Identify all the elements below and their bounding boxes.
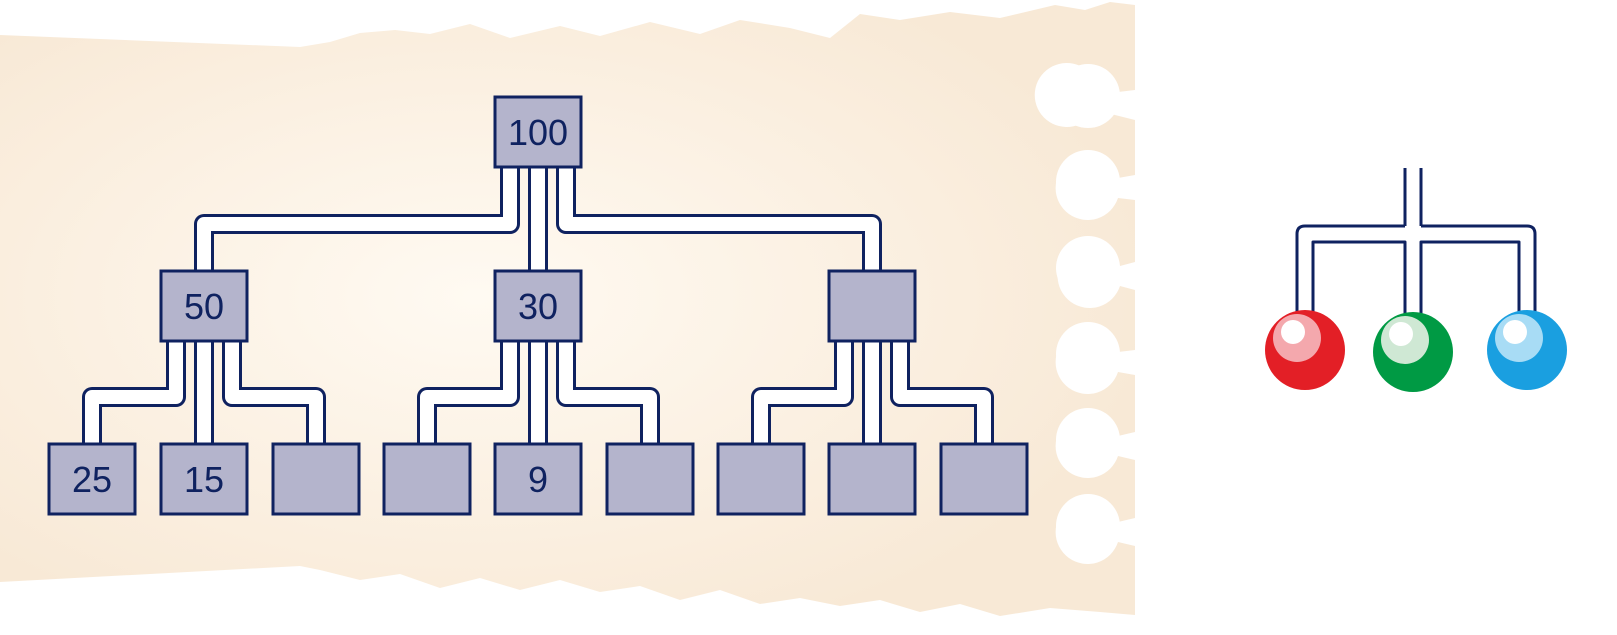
node-level2 xyxy=(382,442,472,516)
node-level1: 50 xyxy=(159,269,249,343)
paper-perforation xyxy=(1056,64,1120,558)
node-level2: 15 xyxy=(159,442,249,516)
node-label: 25 xyxy=(72,459,112,500)
perforation-hole xyxy=(1056,408,1120,472)
node-level2 xyxy=(271,442,361,516)
connector-level2 xyxy=(82,341,186,444)
connector-root-to-50 xyxy=(194,167,520,271)
connector-level2 xyxy=(222,341,326,444)
bead-blue xyxy=(1487,310,1567,390)
tree-connectors xyxy=(82,167,994,444)
node-level1: 30 xyxy=(493,269,583,343)
node-level2: 9 xyxy=(493,442,583,516)
connector-root-to-right xyxy=(556,167,882,271)
node-level2 xyxy=(605,442,695,516)
connector-level2 xyxy=(417,341,520,444)
node-label: 9 xyxy=(528,459,548,500)
perforation-hole xyxy=(1056,322,1120,386)
node-level1 xyxy=(827,269,917,343)
perforation-hole xyxy=(1056,236,1120,300)
node-level2 xyxy=(716,442,806,516)
perforation-hole xyxy=(1056,64,1120,128)
perforation-hole xyxy=(1056,150,1120,214)
connector-level2 xyxy=(751,341,854,444)
node-root: 100 xyxy=(493,95,583,169)
bead-red xyxy=(1265,310,1345,390)
node-label: 15 xyxy=(184,459,224,500)
node-level2: 25 xyxy=(47,442,137,516)
node-label: 30 xyxy=(518,286,558,327)
connector-level2 xyxy=(890,341,994,444)
tree-nodes: 100 50 30 25 15 9 xyxy=(47,95,1029,516)
connector-level2 xyxy=(556,341,660,444)
perforation-hole xyxy=(1056,494,1120,558)
node-label: 100 xyxy=(508,112,568,153)
bead-legend xyxy=(1265,168,1567,392)
node-level2 xyxy=(939,442,1029,516)
bead-green xyxy=(1373,312,1453,392)
bead-hanger xyxy=(1295,168,1537,314)
node-label: 50 xyxy=(184,286,224,327)
node-level2 xyxy=(827,442,917,516)
